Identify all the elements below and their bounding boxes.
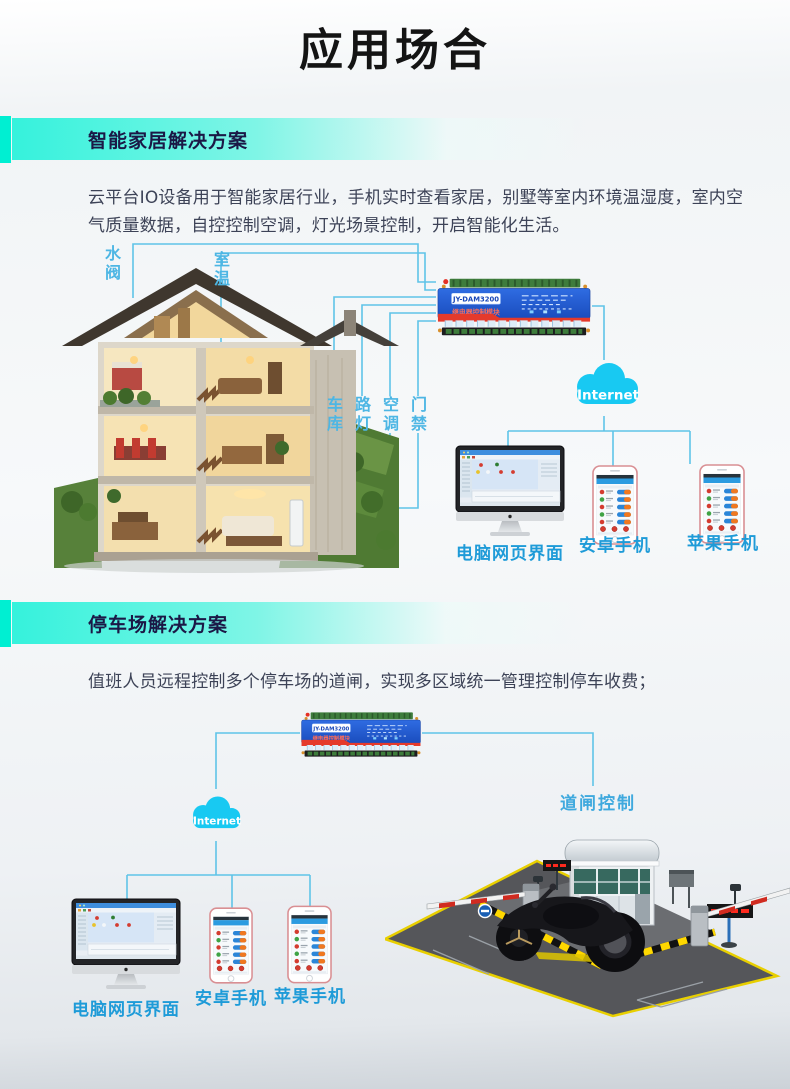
gate-control-label: 道闸控制: [560, 794, 636, 814]
sensor-label-room-temp: 室温: [211, 251, 230, 289]
pc-client-illustration: [455, 445, 565, 537]
android-phone-label: 安卓手机: [579, 536, 651, 556]
smart-home-header-label: 智能家居解决方案: [88, 129, 249, 152]
sensor-label-water-valve: 水阀: [102, 245, 121, 283]
internet-cloud: Internet: [577, 363, 640, 404]
sensor-label-street-lamp: 路灯: [352, 396, 371, 434]
internet-cloud-label: Internet: [193, 816, 241, 828]
relay-module-device: [300, 711, 422, 758]
parking-header-label: 停车场解决方案: [88, 613, 229, 636]
smart-home-description: 云平台IO设备用于智能家居行业，手机实时查看家居，别墅等室内环境温湿度，室内空气…: [88, 188, 744, 236]
pc-client-label: 电脑网页界面: [456, 544, 564, 564]
section-accent-bar: [0, 600, 11, 647]
sensor-label-garage: 车库: [324, 396, 343, 434]
smart-home-house-illustration: [54, 268, 399, 573]
ios-phone-label: 苹果手机: [274, 987, 346, 1007]
pc-client-illustration: [71, 898, 181, 990]
sensor-label-air-conditioner: 空调: [380, 396, 399, 434]
relay-module-device: [436, 277, 592, 337]
internet-cloud: Internet: [193, 796, 241, 829]
android-phone-label: 安卓手机: [195, 989, 267, 1009]
ios-phone-illustration: [287, 905, 332, 984]
smart-home-section-header: 智能家居解决方案: [12, 118, 712, 160]
parking-gate-scene: [385, 839, 790, 1018]
ios-phone-label: 苹果手机: [687, 534, 759, 554]
sensor-label-access-control: 门禁: [408, 396, 427, 434]
parking-description: 值班人员远程控制多个停车场的道闸，实现多区域统一管理控制停车收费；: [88, 672, 656, 692]
page-title: 应用场合: [299, 25, 491, 76]
section-accent-bar: [0, 116, 11, 163]
internet-cloud-label: Internet: [577, 388, 640, 404]
pc-client-label: 电脑网页界面: [72, 1000, 180, 1020]
android-phone-illustration: [209, 907, 253, 984]
parking-section-header: 停车场解决方案: [12, 602, 712, 644]
